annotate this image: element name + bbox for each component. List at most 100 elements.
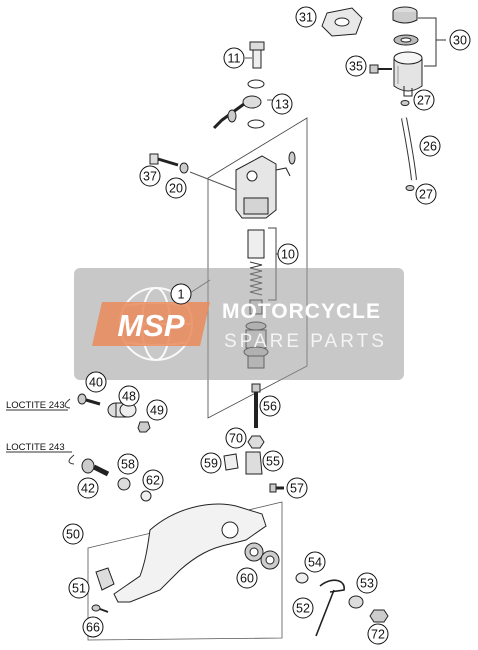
part-40-screw — [77, 393, 101, 406]
watermark-logo: MSP — [117, 308, 185, 343]
callout-number: 50 — [66, 528, 80, 542]
part-51-block — [95, 567, 115, 591]
callout-number: 49 — [150, 404, 164, 418]
part-20-washer — [179, 162, 189, 174]
callout-badge[interactable]: 37 — [139, 165, 161, 187]
callout-number: 27 — [419, 188, 433, 202]
callout-badge[interactable]: 11 — [223, 47, 245, 69]
callout-badge[interactable]: 56 — [259, 395, 281, 417]
part-66-screw — [91, 604, 109, 613]
callout-badge[interactable]: 51 — [68, 577, 90, 599]
callout-badge[interactable]: 20 — [165, 177, 187, 199]
callout-number: 30 — [453, 34, 467, 48]
callout-badge[interactable]: 57 — [286, 477, 308, 499]
callout-badge[interactable]: 55 — [262, 450, 284, 472]
callout-badge[interactable]: 72 — [367, 623, 389, 645]
callout-badge[interactable]: 52 — [292, 597, 314, 619]
callout-number: 20 — [169, 182, 183, 196]
callout-number: 37 — [143, 170, 157, 184]
callout-badge[interactable]: 26 — [419, 135, 441, 157]
callout-number: 48 — [122, 390, 136, 404]
msp-logo-shape — [92, 302, 210, 346]
callout-number: 26 — [423, 140, 437, 154]
callout-badge[interactable]: 42 — [77, 477, 99, 499]
part-42-bolt — [81, 458, 110, 477]
callout-badge[interactable]: 50 — [62, 523, 84, 545]
callout-number: 60 — [240, 572, 254, 586]
part-10-sleeve — [247, 229, 265, 259]
master-cylinder-body — [235, 151, 296, 219]
callout-badge[interactable]: 27 — [415, 183, 437, 205]
watermark-title: MOTORCYCLE — [222, 300, 381, 323]
callout-number: 70 — [229, 432, 243, 446]
callout-number: 13 — [275, 98, 289, 112]
part-56-push-rod — [251, 383, 261, 428]
part-11-bolt — [249, 41, 265, 69]
part-49-nut — [137, 421, 151, 433]
callout-number: 52 — [296, 602, 310, 616]
callout-badge[interactable]: 27 — [413, 89, 435, 111]
loctite-label: LOCTITE 243 — [6, 442, 65, 453]
watermark-banner — [74, 268, 404, 380]
part-31-cover — [321, 7, 363, 37]
part-55-clevis — [245, 451, 263, 475]
callout-number: 35 — [349, 60, 363, 74]
callout-number: 58 — [121, 458, 135, 472]
part-54-washer — [295, 572, 309, 584]
part-13-washer-top — [247, 79, 265, 89]
callout-number: 59 — [204, 457, 218, 471]
callout-badge[interactable]: 48 — [118, 385, 140, 407]
callout-number: 54 — [308, 556, 322, 570]
callout-badge[interactable]: 35 — [345, 55, 367, 77]
callout-number: 53 — [360, 577, 374, 591]
watermark: MSP MOTORCYCLE SPARE PARTS — [74, 268, 404, 380]
callout-number: 10 — [281, 248, 295, 262]
callout-number: 11 — [228, 52, 241, 66]
part-62-washer — [140, 490, 152, 502]
part-35-screw — [369, 64, 392, 74]
loctite-label: LOCTITE 243 — [6, 400, 65, 411]
callout-number: 31 — [299, 11, 313, 25]
callout-badge[interactable]: 10 — [277, 243, 299, 265]
callout-badge[interactable]: 53 — [356, 572, 378, 594]
callout-number: 51 — [72, 582, 86, 596]
watermark-subtitle: SPARE PARTS — [224, 331, 387, 352]
callout-number: 72 — [371, 628, 385, 642]
callout-number: 62 — [146, 474, 160, 488]
callout-number: 66 — [86, 621, 100, 635]
callout-number: 42 — [81, 482, 95, 496]
callout-number: 55 — [266, 455, 280, 469]
part-60-bearings — [244, 542, 280, 570]
part-27-clip-top — [400, 100, 410, 106]
line-art — [6, 6, 446, 641]
callout-number: 57 — [290, 482, 304, 496]
callout-badge[interactable]: 49 — [146, 399, 168, 421]
part-70-nut — [247, 435, 265, 449]
callout-number: 27 — [417, 94, 431, 108]
callout-badge[interactable]: 1 — [170, 283, 192, 305]
callout-badge[interactable]: 59 — [200, 452, 222, 474]
callout-badge[interactable]: 66 — [82, 616, 104, 638]
part-72-nut — [369, 609, 389, 623]
part-58-washer — [117, 477, 131, 491]
brake-line-fitting — [212, 95, 262, 130]
part-27-clip-bottom — [405, 185, 415, 191]
callout-number: 56 — [263, 400, 277, 414]
part-13-washer-bottom — [247, 119, 265, 129]
callout-badge[interactable]: 31 — [295, 6, 317, 28]
callout-badge[interactable]: 58 — [117, 453, 139, 475]
callout-badge[interactable]: 62 — [142, 469, 164, 491]
part-30-leader — [418, 17, 446, 67]
callout-badge[interactable]: 60 — [236, 567, 258, 589]
callouts: 11 13 31 30 35 27 26 27 37 20 10 1 40 48… — [62, 6, 471, 645]
callout-badge[interactable]: 54 — [304, 551, 326, 573]
callout-badge[interactable]: 40 — [85, 371, 107, 393]
part-52-spring — [315, 579, 345, 637]
part-37-bolt — [149, 153, 179, 167]
part-59-clip — [223, 453, 239, 471]
callout-badge[interactable]: 30 — [449, 29, 471, 51]
part-30-reservoir — [392, 6, 423, 97]
callout-badge[interactable]: 13 — [271, 93, 293, 115]
callout-badge[interactable]: 70 — [225, 427, 247, 449]
